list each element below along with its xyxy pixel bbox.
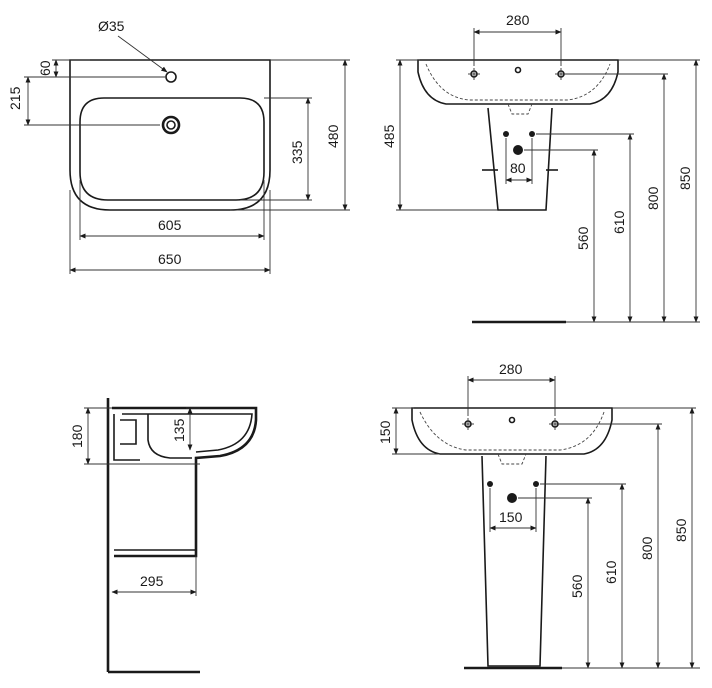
dim-295: 295 [140,573,164,589]
tap-hole-marks [468,66,567,80]
dim-135: 135 [171,418,187,442]
basin-front-outline-2 [411,407,613,455]
dim-80: 80 [510,160,526,176]
dim-850-b: 850 [673,518,689,542]
drain-outlet-2 [507,493,517,503]
dim-335: 335 [289,140,305,164]
dim-180: 180 [69,424,85,448]
front-view-full-pedestal: 280 150 150 560 610 800 850 [377,361,700,670]
drain-outlet [513,145,523,155]
dim-850: 850 [677,166,693,190]
basin-side-profile [112,406,258,558]
top-view: Ø35 60 215 335 480 605 650 [7,18,350,274]
side-view: 180 135 295 [69,398,258,674]
dim-610-b: 610 [603,560,619,584]
dim-560: 560 [575,226,591,250]
drain-outer [161,115,181,135]
dim-60: 60 [37,60,53,76]
dim-280-b: 280 [499,361,523,377]
semi-pedestal [487,107,553,211]
full-pedestal [481,455,547,667]
dim-tap-hole-diameter: Ø35 [98,18,125,34]
dim-480: 480 [325,124,341,148]
basin-front-outline [417,59,619,105]
dim-800-b: 800 [639,536,655,560]
tap-hole [165,71,177,83]
drain-inner [166,120,176,130]
dim-280: 280 [506,12,530,28]
dim-610: 610 [611,210,627,234]
dim-150-height: 150 [377,420,393,444]
dim-485: 485 [381,124,397,148]
dim-560-b: 560 [569,574,585,598]
dim-605: 605 [158,217,182,233]
dim-150-width: 150 [499,509,523,525]
dim-215: 215 [7,86,23,110]
basin-bowl [79,97,265,201]
front-view-semi-pedestal: 280 485 80 560 610 800 850 [381,12,700,324]
dim-800: 800 [645,186,661,210]
dim-650: 650 [158,251,182,267]
